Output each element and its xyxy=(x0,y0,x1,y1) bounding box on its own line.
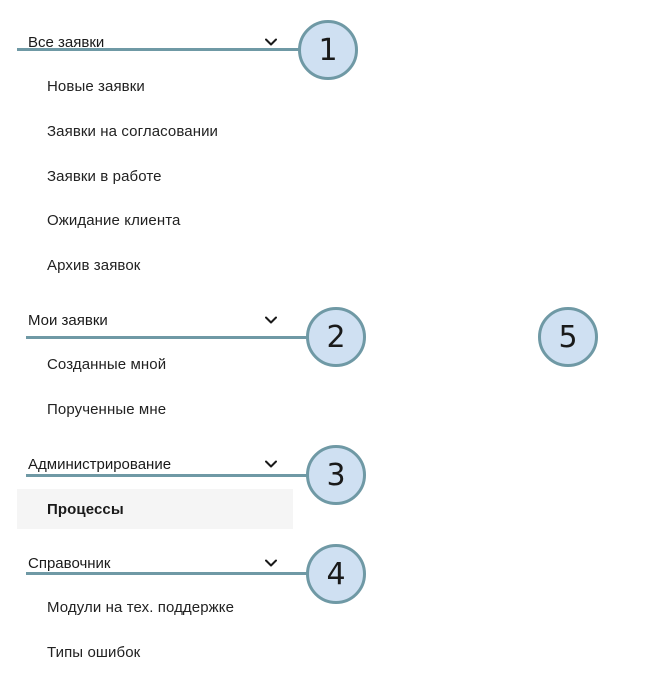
section-title: Администрирование xyxy=(28,455,172,473)
menu-item-label: Порученные мне xyxy=(47,400,167,418)
menu-item-created-by-me[interactable]: Созданные мной xyxy=(17,346,293,382)
section-header-my-requests[interactable]: Мои заявки xyxy=(28,308,278,332)
menu-item-awaiting-client[interactable]: Ожидание клиента xyxy=(17,202,293,238)
menu-item-label: Ожидание клиента xyxy=(47,211,181,229)
section-header-administration[interactable]: Администрирование xyxy=(28,452,278,476)
menu-item-assigned-to-me[interactable]: Порученные мне xyxy=(17,391,293,427)
menu-item-requests-in-progress[interactable]: Заявки в работе xyxy=(17,158,293,194)
callout-number: 4 xyxy=(326,556,346,592)
callout-line-1 xyxy=(17,48,301,51)
callout-number: 5 xyxy=(558,319,578,355)
callout-line-3 xyxy=(26,474,308,477)
callout-marker-1: 1 xyxy=(298,20,358,80)
menu-item-archive[interactable]: Архив заявок xyxy=(17,247,293,283)
menu-item-label: Процессы xyxy=(47,500,124,518)
callout-marker-3: 3 xyxy=(306,445,366,505)
chevron-down-icon xyxy=(264,457,278,471)
section-title: Мои заявки xyxy=(28,311,108,329)
menu-item-supported-modules[interactable]: Модули на тех. поддержке xyxy=(17,589,293,625)
menu-item-label: Модули на тех. поддержке xyxy=(47,598,235,616)
menu-item-processes[interactable]: Процессы xyxy=(17,489,293,529)
callout-number: 3 xyxy=(326,457,346,493)
menu-item-error-types[interactable]: Типы ошибок xyxy=(17,634,293,670)
callout-line-2 xyxy=(26,336,308,339)
section-header-reference[interactable]: Справочник xyxy=(28,551,278,575)
menu-item-label: Архив заявок xyxy=(47,256,141,274)
chevron-down-icon xyxy=(264,313,278,327)
callout-marker-4: 4 xyxy=(306,544,366,604)
menu-item-approval-requests[interactable]: Заявки на согласовании xyxy=(17,113,293,149)
chevron-down-icon xyxy=(264,35,278,49)
menu-item-label: Заявки на согласовании xyxy=(47,122,219,140)
menu-item-label: Заявки в работе xyxy=(47,167,162,185)
callout-marker-2: 2 xyxy=(306,307,366,367)
callout-line-4 xyxy=(26,572,308,575)
chevron-down-icon xyxy=(264,556,278,570)
menu-item-new-requests[interactable]: Новые заявки xyxy=(17,68,293,104)
callout-number: 1 xyxy=(318,32,338,68)
menu-item-label: Типы ошибок xyxy=(47,643,141,661)
callout-number: 2 xyxy=(326,319,346,355)
section-header-all-requests[interactable]: Все заявки xyxy=(28,30,278,54)
section-title: Все заявки xyxy=(28,33,105,51)
section-title: Справочник xyxy=(28,554,111,572)
menu-item-label: Новые заявки xyxy=(47,77,145,95)
menu-item-label: Созданные мной xyxy=(47,355,167,373)
callout-marker-5: 5 xyxy=(538,307,598,367)
